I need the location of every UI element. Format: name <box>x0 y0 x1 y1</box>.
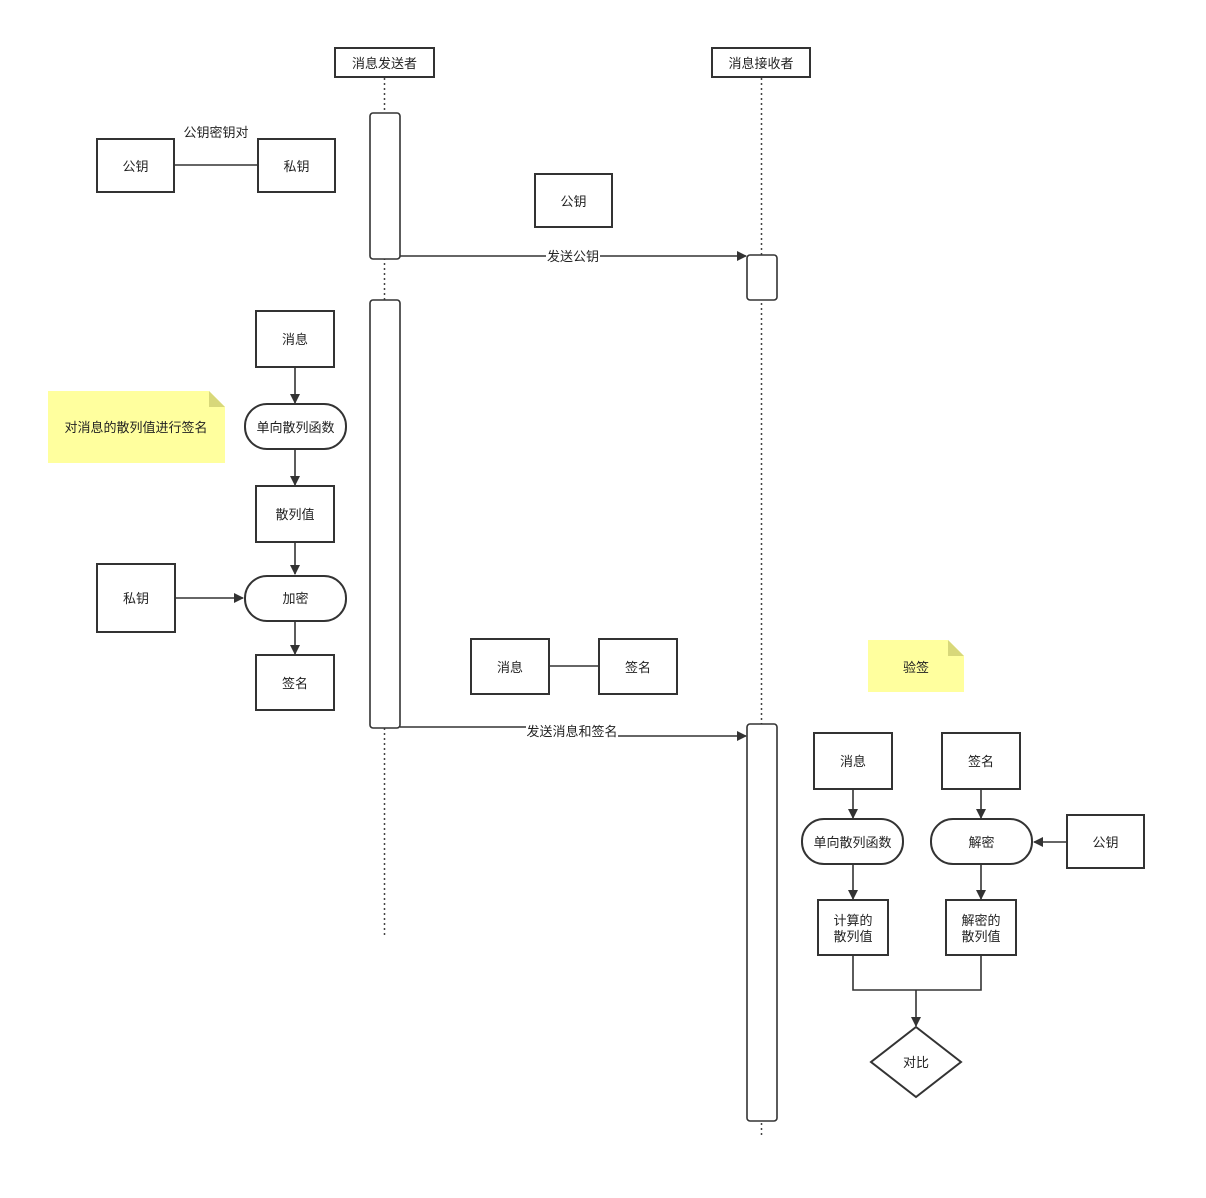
receiver-activation-2 <box>746 723 778 1122</box>
sign-note-text: 对消息的散列值进行签名 <box>64 420 207 436</box>
key-pair-private-label: 私钥 <box>283 160 309 175</box>
verify-public-key-label: 公钥 <box>1092 836 1118 851</box>
key-pair-public-label: 公钥 <box>122 160 148 175</box>
verify-merge-connector <box>852 955 982 991</box>
sign-hash-function-box: 单向散列函数 <box>244 403 347 450</box>
lifeline-receiver-label: 消息接收者 <box>728 56 793 72</box>
verify-computed-hash-line1: 计算的 <box>833 913 872 929</box>
lifeline-sender-label: 消息发送者 <box>352 56 417 72</box>
transmit-message-label: 消息 <box>497 660 523 676</box>
transmit-signature-box: 签名 <box>598 638 678 695</box>
sign-encrypt-label: 加密 <box>282 591 308 607</box>
verify-note-text: 验签 <box>903 660 929 676</box>
sender-activation-1 <box>369 112 401 260</box>
verify-public-key-box: 公钥 <box>1066 814 1145 869</box>
sign-private-key-box: 私钥 <box>96 563 176 633</box>
verify-compare-label: 对比 <box>903 1056 929 1071</box>
verify-decrypt-box: 解密 <box>930 818 1033 865</box>
send-public-key-label-bg <box>546 248 600 264</box>
verify-decrypted-hash-box: 解密的 散列值 <box>945 899 1017 956</box>
verify-computed-hash-line2: 散列值 <box>833 929 872 945</box>
verify-decrypted-hash-line1: 解密的 <box>961 913 1000 929</box>
transmit-message-box: 消息 <box>470 638 550 695</box>
sign-hash-function-label: 单向散列函数 <box>256 420 334 436</box>
verify-decrypted-hash-line2: 散列值 <box>961 929 1000 945</box>
verify-compare-diamond: 对比 <box>869 1025 963 1099</box>
verify-signature-box: 签名 <box>941 732 1021 790</box>
sign-signature-box: 签名 <box>255 654 335 711</box>
sign-note: 对消息的散列值进行签名 <box>48 391 225 463</box>
lifeline-receiver-header: 消息接收者 <box>711 47 811 78</box>
transmit-signature-label: 签名 <box>625 660 651 676</box>
sign-hash-value-box: 散列值 <box>255 485 335 543</box>
sign-message-label: 消息 <box>282 332 308 348</box>
key-pair-caption: 公钥密钥对 <box>183 125 248 141</box>
sign-private-key-label: 私钥 <box>123 592 149 607</box>
sent-public-key-box: 公钥 <box>534 173 613 228</box>
verify-message-box: 消息 <box>813 732 893 790</box>
send-message-signature-label-bg <box>526 723 618 739</box>
verify-decrypt-label: 解密 <box>968 835 994 851</box>
sent-public-key-label: 公钥 <box>560 195 586 210</box>
sign-encrypt-box: 加密 <box>244 575 347 622</box>
key-pair-public-box: 公钥 <box>96 138 175 193</box>
sign-signature-label: 签名 <box>282 676 308 692</box>
verify-note: 验签 <box>868 640 964 692</box>
send-message-signature-label: 发送消息和签名 <box>526 724 617 740</box>
sign-message-box: 消息 <box>255 310 335 368</box>
verify-computed-hash-box: 计算的 散列值 <box>817 899 889 956</box>
verify-hash-function-box: 单向散列函数 <box>801 818 904 865</box>
sender-activation-2 <box>369 299 401 729</box>
sign-hash-value-label: 散列值 <box>275 507 314 523</box>
verify-hash-function-label: 单向散列函数 <box>813 835 891 851</box>
verify-message-label: 消息 <box>840 754 866 770</box>
key-pair-private-box: 私钥 <box>257 138 336 193</box>
receiver-activation-1 <box>746 254 778 301</box>
verify-signature-label: 签名 <box>968 754 994 770</box>
lifeline-sender-header: 消息发送者 <box>334 47 435 78</box>
send-public-key-label: 发送公钥 <box>547 249 599 265</box>
